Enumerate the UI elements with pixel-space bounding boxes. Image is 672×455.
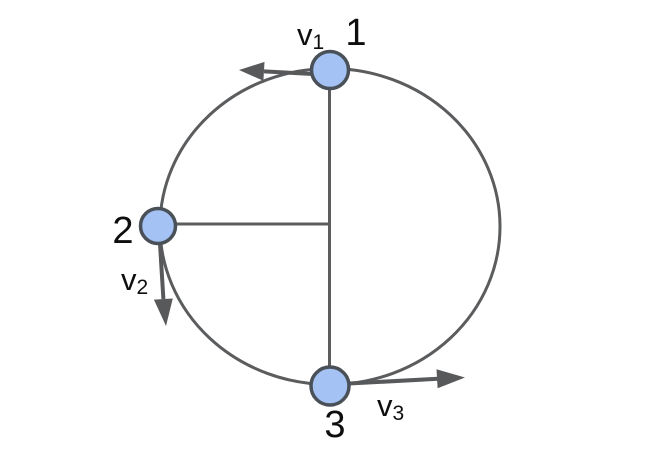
velocity-label-v2-sub: 2 xyxy=(137,276,149,299)
velocity-label-v2: v2 xyxy=(121,262,148,299)
node-label-2: 2 xyxy=(112,210,133,252)
velocity-arrow-v3 xyxy=(348,369,465,389)
velocity-arrow-v3-head xyxy=(436,369,465,389)
node-label-1: 1 xyxy=(345,12,366,54)
velocity-label-v3-sub: 3 xyxy=(393,402,405,425)
velocity-label-v1-base: v xyxy=(297,17,313,52)
particle-node-3 xyxy=(309,365,351,407)
particle-node-1 xyxy=(309,49,351,91)
velocity-arrow-v3-shaft xyxy=(348,376,439,386)
velocity-label-v1-sub: 1 xyxy=(313,31,325,54)
velocity-arrow-v1 xyxy=(239,61,314,81)
velocity-label-v1: v1 xyxy=(297,17,324,54)
velocity-arrow-v2-shaft xyxy=(158,243,166,300)
velocity-arrow-v1-shaft xyxy=(263,69,314,76)
velocity-label-v3: v3 xyxy=(377,388,404,425)
velocity-arrow-v2 xyxy=(153,243,173,326)
velocity-arrow-v2-head xyxy=(153,298,173,326)
velocity-label-v2-base: v xyxy=(121,262,137,297)
node-label-3: 3 xyxy=(324,404,345,446)
particle-node-2 xyxy=(138,206,178,246)
velocity-arrow-v1-head xyxy=(239,61,265,81)
velocity-label-v3-base: v xyxy=(377,388,393,423)
